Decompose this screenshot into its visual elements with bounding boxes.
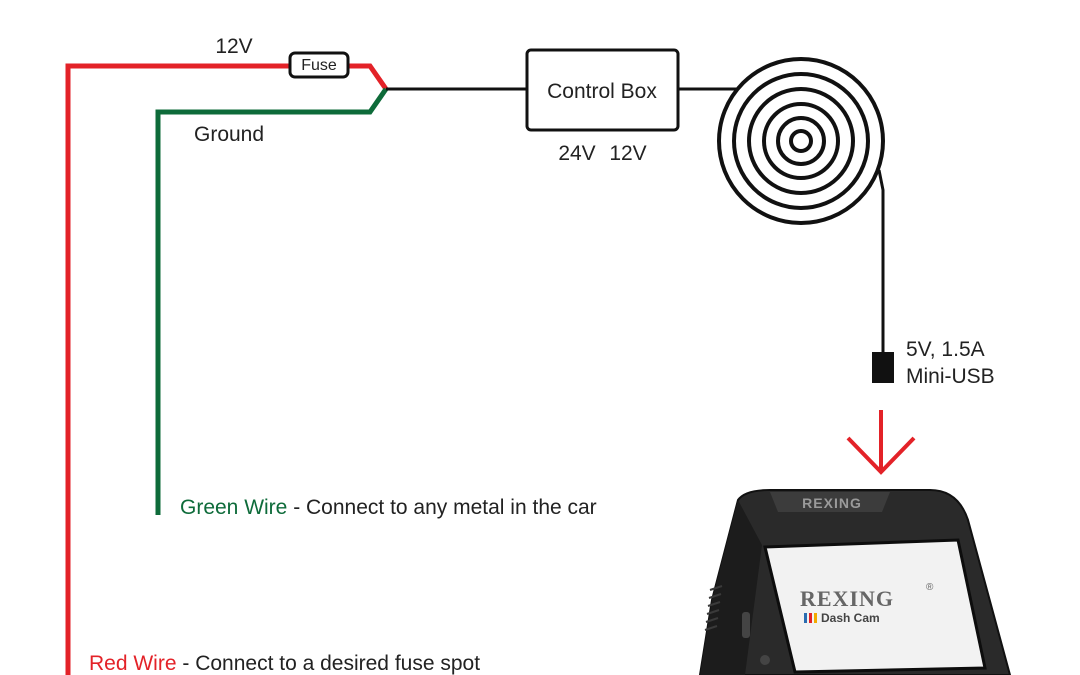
usb-spec-line1: 5V, 1.5A — [906, 338, 985, 361]
dash-cam-registered-mark: ® — [926, 582, 934, 593]
green-wire-name: Green Wire — [180, 496, 287, 519]
coil-ring-5 — [776, 116, 826, 166]
green-wire-caption: Green Wire - Connect to any metal in the… — [180, 496, 597, 519]
red-wire-description: - Connect to a desired fuse spot — [177, 652, 481, 675]
dash-cam-side-port — [742, 612, 750, 638]
coiled-cable — [717, 57, 885, 225]
green-wire — [155, 87, 389, 515]
coil-ring-6 — [789, 129, 813, 153]
voltage-12v-label: 12V — [215, 35, 252, 58]
usb-spec-line2: Mini-USB — [906, 365, 995, 388]
cable-to-usb — [877, 169, 885, 352]
coil-ring-1 — [717, 57, 885, 225]
control-box-24v-label: 24V — [558, 142, 595, 165]
dash-cam-logo-stripes-icon — [804, 613, 817, 623]
down-arrow-icon — [846, 410, 916, 475]
fuse — [288, 51, 350, 79]
red-wire-fuse-lead — [348, 63, 389, 91]
control-box-12v-label: 12V — [609, 142, 646, 165]
dash-cam-vent-grille — [704, 585, 723, 631]
coil-ring-2 — [732, 72, 870, 210]
green-wire-description: - Connect to any metal in the car — [287, 496, 596, 519]
dash-cam: REXING REXING ® Dash Cam — [698, 489, 1012, 675]
mini-usb-plug — [872, 352, 894, 383]
ground-label: Ground — [194, 123, 264, 146]
control-box-label: Control Box — [547, 80, 657, 103]
dash-cam-screen-model: Dash Cam — [821, 611, 880, 625]
red-wire-caption: Red Wire - Connect to a desired fuse spo… — [89, 652, 480, 675]
dash-cam-screen — [763, 538, 987, 674]
dash-cam-top-bezel — [770, 492, 890, 512]
coil-ring-4 — [762, 102, 840, 180]
fuse-label: Fuse — [301, 57, 337, 74]
coil-ring-3 — [747, 87, 855, 195]
dash-cam-screen-brand: REXING — [800, 586, 894, 611]
dash-cam-top-brand: REXING — [802, 495, 862, 511]
red-wire-name: Red Wire — [89, 652, 177, 675]
red-wire — [65, 63, 290, 675]
dash-cam-side-button — [760, 655, 770, 665]
